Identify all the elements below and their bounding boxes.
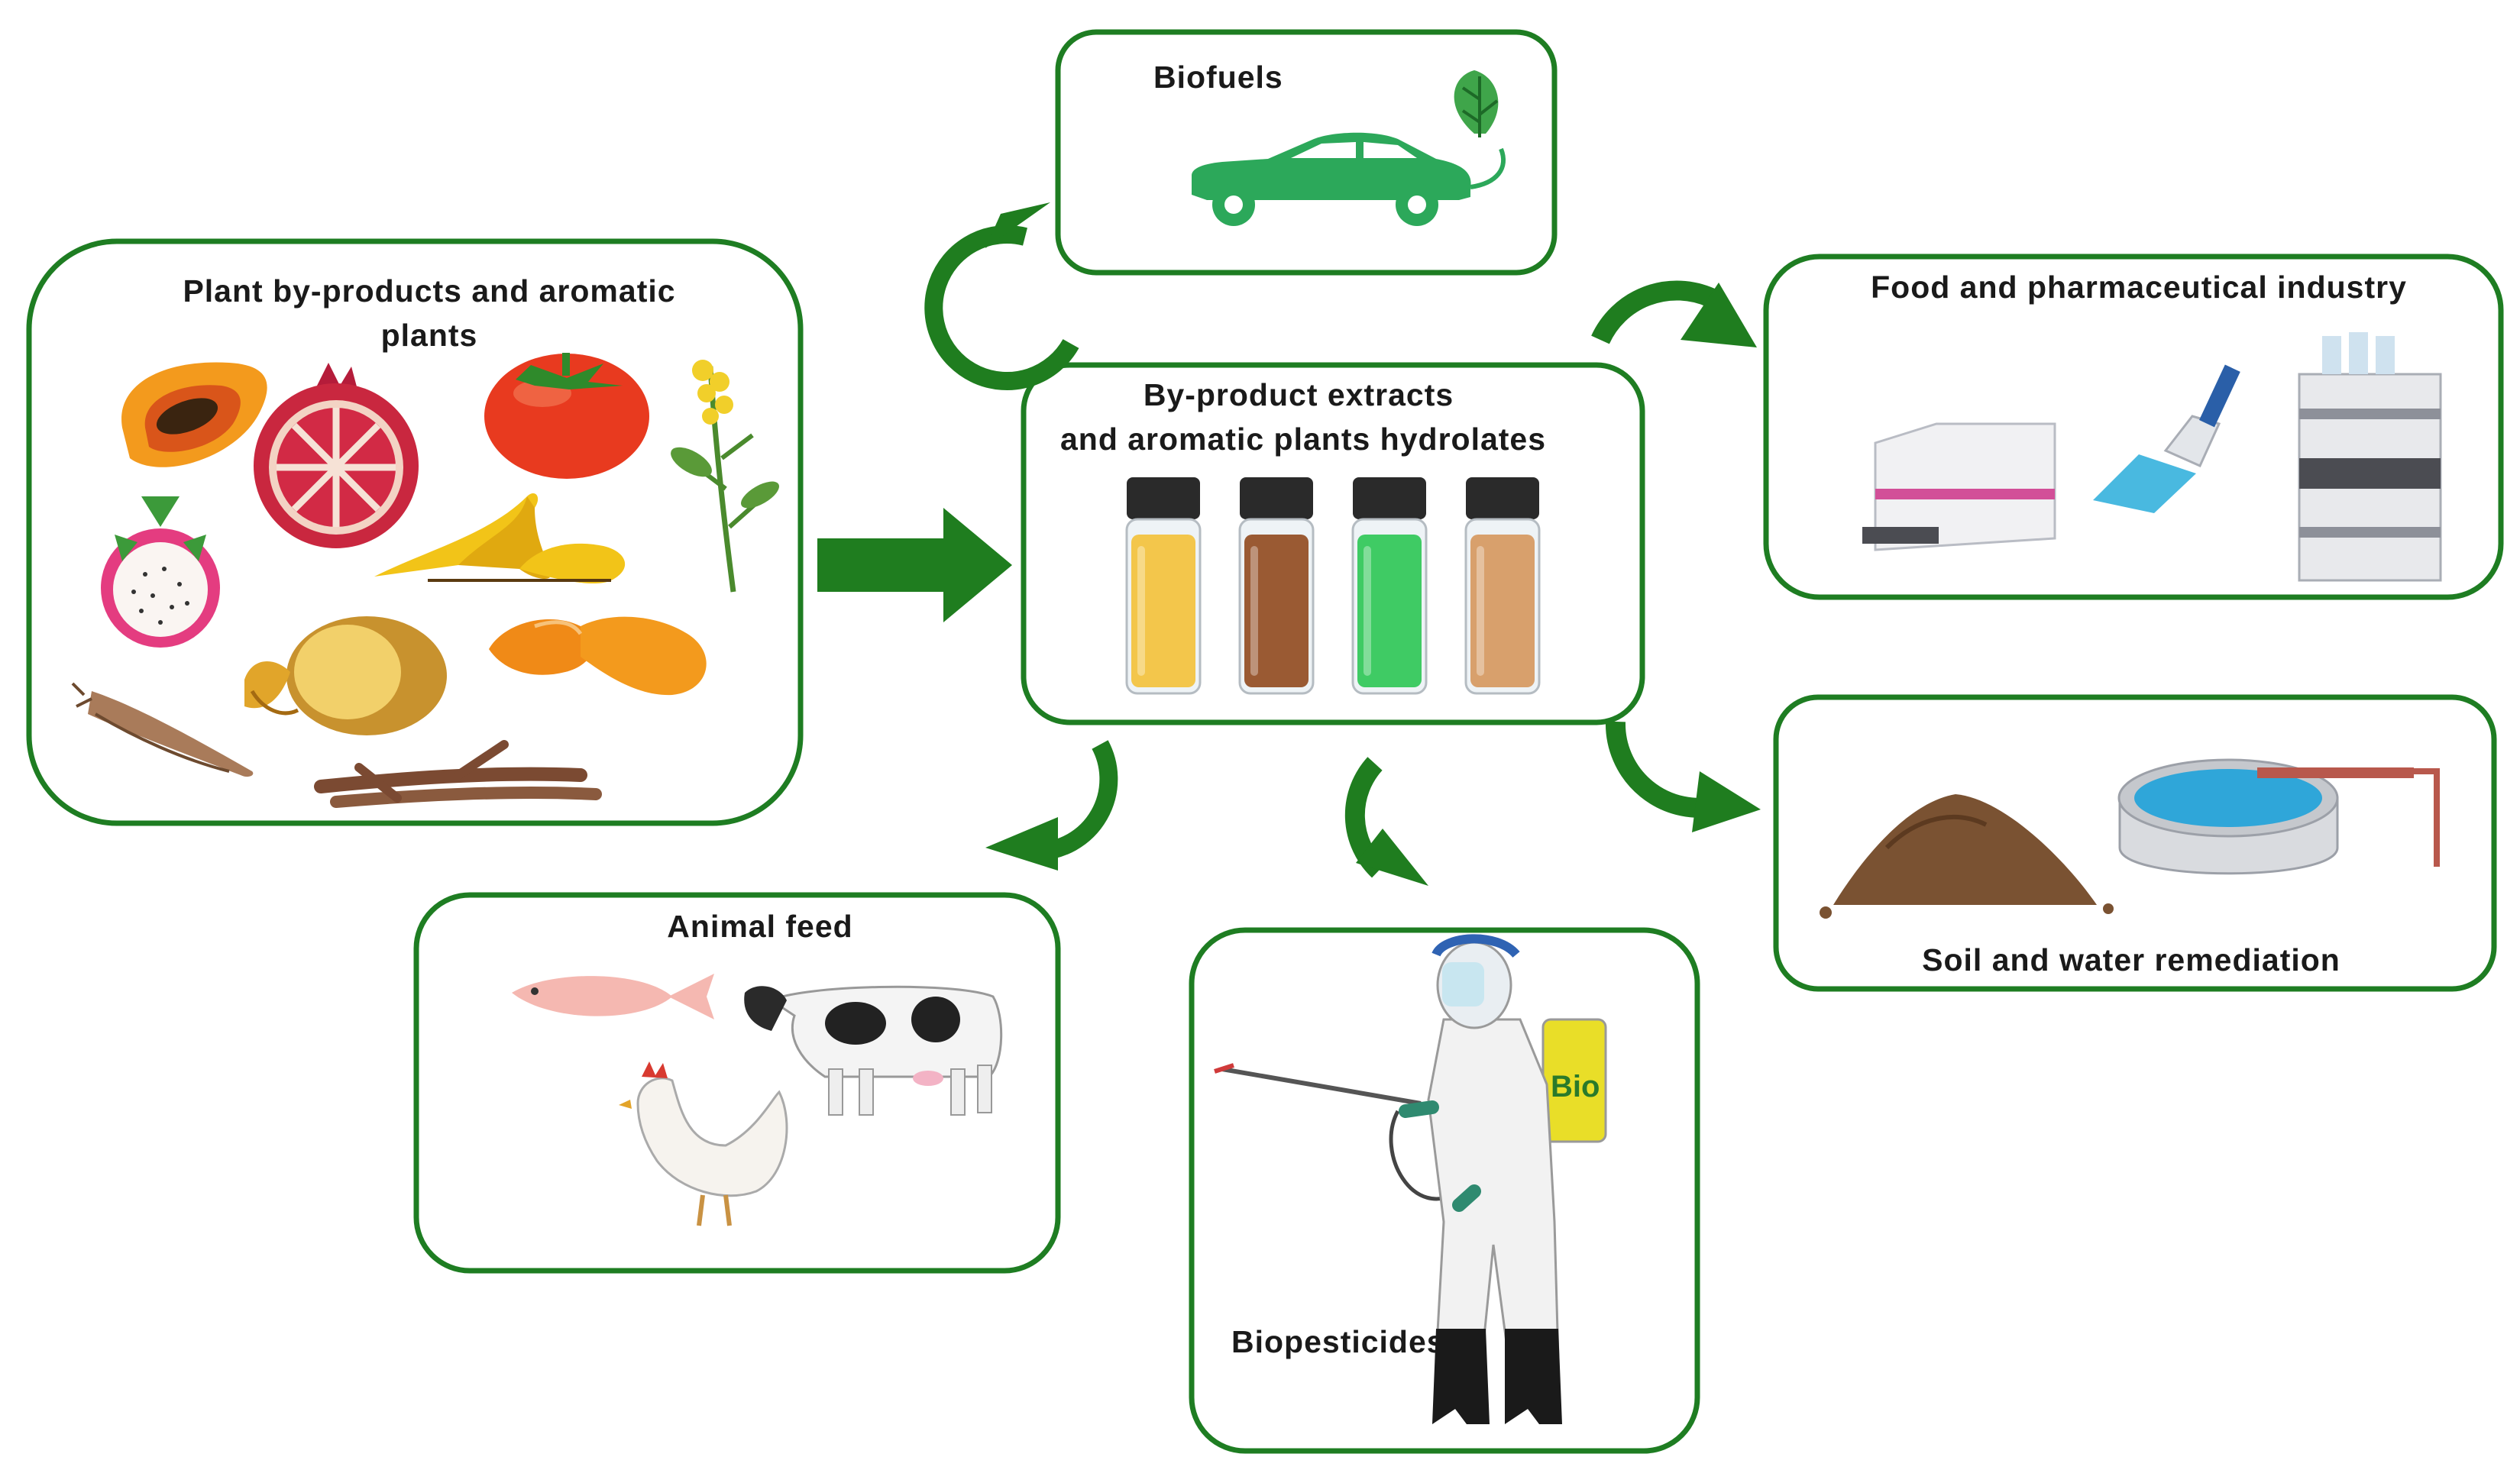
car-icon: [1192, 132, 1471, 226]
extracts-hydrolates-box: By-product extracts and aromatic plants …: [1021, 362, 1645, 725]
dragon-fruit-icon: [101, 496, 220, 648]
roots-icon: [314, 740, 602, 808]
vial-highlight: [1477, 546, 1484, 676]
chicken-icon: [619, 1061, 788, 1226]
tomato-icon: [484, 353, 649, 479]
vial-highlight: [1250, 546, 1258, 676]
biopesticides-box: Biopesticides Bio: [1189, 927, 1700, 1454]
vial-liquid: [1357, 535, 1422, 687]
vial-cap: [1466, 477, 1539, 519]
animal-feed-title: Animal feed: [667, 909, 852, 944]
vial: [1351, 477, 1428, 695]
cow-icon: [744, 985, 1003, 1116]
food-pharma-box: Food and pharmaceutical industry: [1763, 254, 2504, 600]
vial-cap: [1240, 477, 1313, 519]
center-to-biopesticides-arrow: [1344, 757, 1428, 886]
biopesticides-title: Biopesticides: [1231, 1324, 1445, 1359]
orange-peel-icon: [489, 616, 707, 696]
banana-peel-icon: [374, 493, 626, 584]
plate-reader-icon: [1862, 422, 2056, 551]
plant-byproducts-box: Plant by-products and aromatic plants: [26, 238, 804, 826]
vial-liquid: [1470, 535, 1535, 687]
extracts-title-line1: By-product extracts: [1144, 377, 1454, 412]
hplc-instrument-icon: [2298, 332, 2442, 582]
soil-pile-icon: [1820, 794, 2114, 919]
vial: [1125, 477, 1202, 695]
center-to-animal-feed-arrow: [985, 740, 1118, 871]
multichannel-pipette-icon: [2093, 364, 2240, 513]
plant-byproducts-title-line1: Plant by-products and aromatic: [183, 273, 675, 309]
center-to-biofuels-arrow: [924, 202, 1079, 390]
plant-byproducts-title-line2: plants: [381, 318, 478, 353]
biofuels-box: Biofuels: [1055, 29, 1558, 276]
cassava-root-icon: [71, 682, 254, 777]
sprayer-worker-icon: Bio: [1214, 934, 1607, 1424]
animal-feed-box: Animal feed: [413, 892, 1061, 1274]
food-pharma-title: Food and pharmaceutical industry: [1871, 270, 2407, 305]
potato-peel-icon: [244, 616, 447, 735]
fish-icon: [512, 974, 714, 1019]
vial-cap: [1127, 477, 1200, 519]
pomegranate-icon: [254, 363, 419, 548]
center-to-food-pharma-arrow: [1591, 280, 1757, 347]
water-treatment-tank-icon: [2117, 758, 2440, 875]
vial-group: [1125, 477, 1541, 695]
vial: [1238, 477, 1315, 695]
vial-liquid: [1131, 535, 1195, 687]
soil-water-box: Soil and water remediation: [1773, 694, 2497, 992]
vial-highlight: [1364, 546, 1371, 676]
vial-liquid: [1244, 535, 1309, 687]
extracts-title-line2: and aromatic plants hydrolates: [1060, 422, 1546, 457]
center-to-soil-water-arrow: [1605, 721, 1761, 832]
flowering-plant-icon: [671, 360, 779, 593]
vial-cap: [1353, 477, 1426, 519]
vial-highlight: [1137, 546, 1145, 676]
source-to-center-arrow: [817, 508, 1012, 622]
biofuels-title: Biofuels: [1153, 60, 1283, 95]
papaya-icon: [121, 362, 267, 467]
vial: [1464, 477, 1541, 695]
soil-water-title: Soil and water remediation: [1922, 942, 2340, 977]
sprayer-tank-label: Bio: [1551, 1070, 1600, 1103]
leaf-icon: [1454, 70, 1506, 189]
